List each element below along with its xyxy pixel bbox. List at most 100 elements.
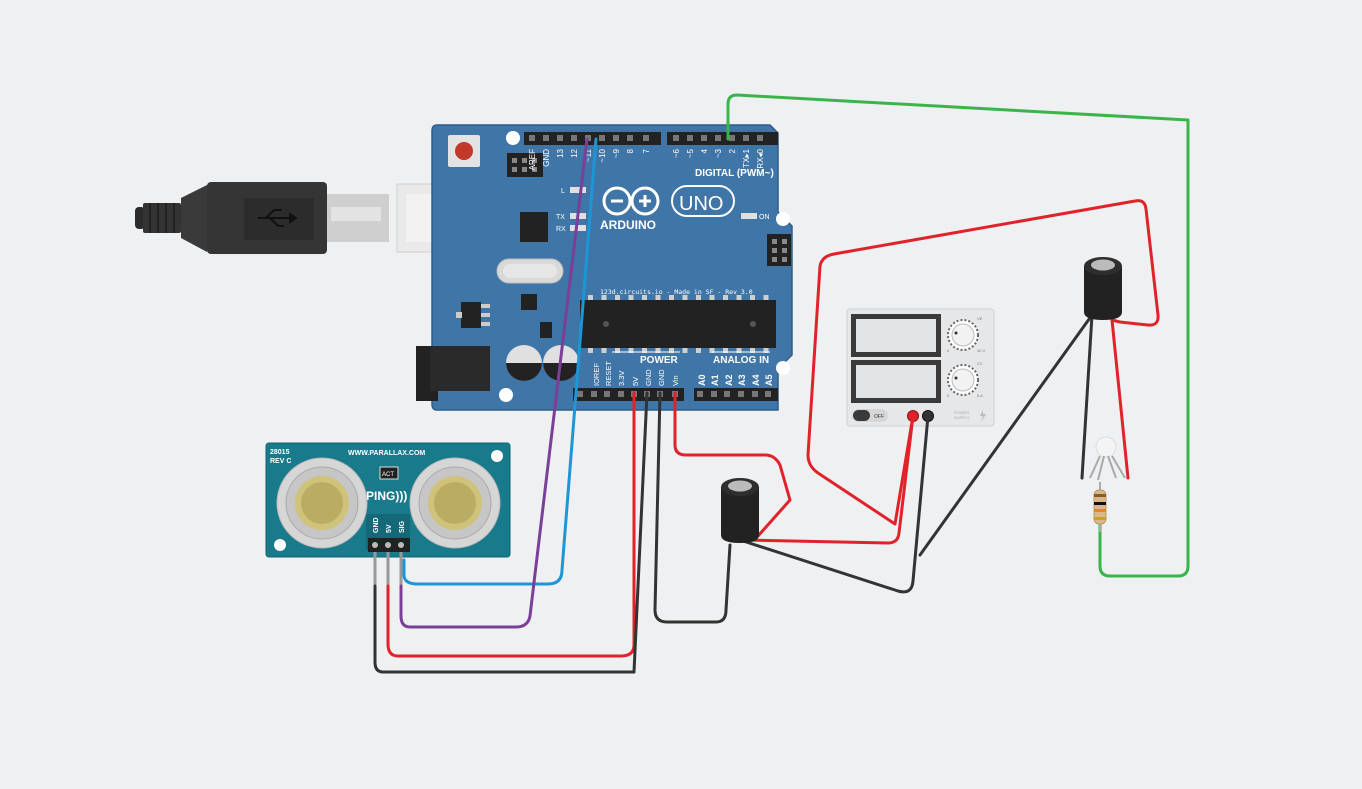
- usb-cable-strain: [143, 203, 181, 233]
- led-legs: [1089, 455, 1126, 481]
- bottom-pin-hole[interactable]: [738, 391, 744, 397]
- power-switch-label: OFF: [874, 414, 884, 420]
- ping-mount-hole: [274, 539, 286, 551]
- icsp-header: [507, 153, 543, 177]
- analog-pin-label: A0: [697, 374, 707, 386]
- voltage-regulator: [461, 302, 481, 328]
- wire-blue[interactable]: [402, 137, 598, 586]
- onboard-capacitor: [506, 345, 542, 381]
- digital-pin-hole[interactable]: [757, 135, 763, 141]
- digital-pin-label: ~10: [598, 148, 607, 162]
- small-chip: [521, 294, 537, 310]
- mount-hole: [776, 361, 790, 375]
- power-pin-label: 5V: [631, 377, 640, 386]
- resistor-body: [1093, 489, 1107, 525]
- wire-black-gnd-capacitor[interactable]: [653, 391, 732, 624]
- icsp2-header: [767, 234, 791, 266]
- ultrasonic-transducer-left: [276, 457, 368, 549]
- power-pin-label: 3.3V: [617, 371, 626, 386]
- bottom-pin-hole[interactable]: [697, 391, 703, 397]
- wire-red-psu-loop[interactable]: [806, 199, 1160, 526]
- led-rx: [570, 225, 586, 231]
- wire-black-led[interactable]: [1080, 313, 1094, 480]
- wire-red-led[interactable]: [1110, 318, 1130, 480]
- ping-mount-hole: [491, 450, 503, 462]
- digital-pin-hole[interactable]: [715, 135, 721, 141]
- bottom-pin-hole[interactable]: [724, 391, 730, 397]
- digital-pin-hole[interactable]: [613, 135, 619, 141]
- bottom-pin-hole[interactable]: [618, 391, 624, 397]
- current-knob[interactable]: [947, 364, 979, 396]
- analog-pin-label: A5: [764, 374, 774, 386]
- bottom-pin-hole[interactable]: [765, 391, 771, 397]
- ping-pin-gnd-label: GND: [373, 517, 380, 533]
- wire-black-psu-capacitor2[interactable]: [918, 313, 1094, 557]
- digital-pin-hole[interactable]: [543, 135, 549, 141]
- ping-header-pins[interactable]: [372, 542, 404, 548]
- wire-purple[interactable]: [399, 137, 589, 629]
- crystal-inner: [503, 264, 557, 278]
- electrolytic-capacitor-2[interactable]: [1084, 257, 1122, 320]
- bottom-pin-hole[interactable]: [591, 391, 597, 397]
- resistor[interactable]: [1093, 482, 1107, 532]
- wire-black-capacitor-psu[interactable]: [738, 414, 930, 594]
- digital-pin-hole[interactable]: [599, 135, 605, 141]
- wire-red-vin[interactable]: [673, 391, 792, 538]
- digital-pin-hole[interactable]: [673, 135, 679, 141]
- regulator-tab: [456, 312, 462, 318]
- ping-pin-legs: [373, 552, 403, 585]
- chip-dot: [603, 321, 609, 327]
- ping-website: WWW.PARALLAX.COM: [348, 450, 425, 457]
- ping-pin-5v-label: 5V: [386, 524, 393, 533]
- usb-symbol-icon: [258, 209, 298, 227]
- digital-pin-hole[interactable]: [529, 135, 535, 141]
- analog-pin-label: A1: [710, 374, 720, 386]
- digital-pin-hole[interactable]: [743, 135, 749, 141]
- analog-pin-label: A2: [724, 374, 734, 386]
- knob-top-max: 30 V: [977, 348, 986, 353]
- bottom-pin-hole[interactable]: [752, 391, 758, 397]
- digital-pin-label: ~5: [686, 148, 695, 158]
- led-on: [741, 213, 757, 219]
- digital-pin-hole[interactable]: [627, 135, 633, 141]
- usb-plug-neck: [181, 185, 207, 252]
- power-pin-label: GND: [644, 369, 653, 386]
- knob-bottom-min: 0: [947, 393, 950, 398]
- ping-ultrasonic-sensor[interactable]: 28015 REV C WWW.PARALLAX.COM ACT PING)))…: [265, 442, 511, 585]
- bottom-pin-hole[interactable]: [604, 391, 610, 397]
- digital-pin-label: 8: [626, 148, 635, 153]
- digital-pin-hole[interactable]: [687, 135, 693, 141]
- voltage-knob[interactable]: [947, 319, 979, 351]
- digital-pin-hole[interactable]: [701, 135, 707, 141]
- digital-pin-hole[interactable]: [571, 135, 577, 141]
- arduino-brand: ARDUINO: [600, 218, 656, 232]
- wire-black-gnd[interactable]: [373, 391, 649, 674]
- mount-hole: [506, 131, 520, 145]
- wire-green[interactable]: [726, 93, 1190, 578]
- digital-pin-label: ~3: [714, 148, 723, 158]
- power-title: POWER: [640, 355, 679, 366]
- ping-logo: PING))): [366, 489, 407, 503]
- bottom-pin-hole[interactable]: [577, 391, 583, 397]
- digital-pin-hole[interactable]: [643, 135, 649, 141]
- analog-pin-label: A4: [751, 374, 761, 386]
- bottom-pin-hole[interactable]: [711, 391, 717, 397]
- electrolytic-capacitor-1[interactable]: [721, 478, 759, 543]
- knob-bottom-max: 5 A: [977, 393, 983, 398]
- digital-pin-label: 2: [728, 148, 737, 153]
- digital-pin-label: 4: [700, 148, 709, 153]
- wire-red-5v[interactable]: [386, 391, 636, 658]
- reset-button[interactable]: [455, 142, 473, 160]
- wire-red-capacitor-psu[interactable]: [743, 414, 915, 545]
- regulator-leads: [481, 304, 490, 326]
- rgb-led[interactable]: [1089, 436, 1126, 481]
- mount-hole: [776, 212, 790, 226]
- digital-pin-hole[interactable]: [729, 135, 735, 141]
- led-l: [570, 187, 586, 193]
- digital-pin-hole[interactable]: [557, 135, 563, 141]
- dc-power-supply[interactable]: VE CC 30 V 5 A 0 0 OFF POWER SUPPLY: [846, 308, 995, 427]
